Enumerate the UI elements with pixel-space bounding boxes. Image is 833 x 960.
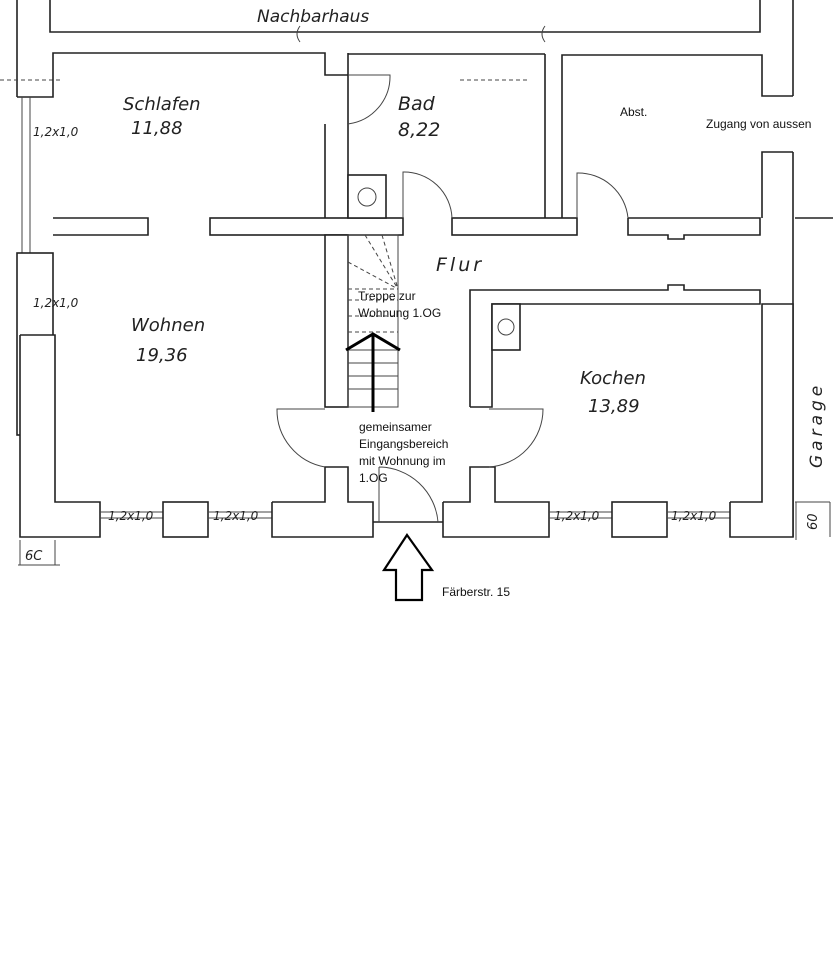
room-bad-area: 8,22 xyxy=(398,119,440,141)
window-label: 1,2x1,0 xyxy=(213,509,259,523)
eingang-label-line: 1.OG xyxy=(359,471,388,485)
room-wohnen-area: 19,36 xyxy=(136,345,188,366)
room-flur-name: Flur xyxy=(436,254,484,276)
room-bad-name: Bad xyxy=(398,93,436,115)
room-kochen-name: Kochen xyxy=(580,368,646,389)
room-schlafen-area: 11,88 xyxy=(131,118,183,139)
address-label: Färberstr. 15 xyxy=(442,585,510,599)
stair-arrow-icon xyxy=(345,332,401,412)
washer-box xyxy=(347,174,387,219)
staircase[interactable] xyxy=(345,234,401,412)
eingang-label-line: Eingangsbereich xyxy=(359,437,448,451)
eingang-label-line: gemeinsamer xyxy=(359,420,432,434)
dimension-left: 6C xyxy=(25,549,43,564)
window-label: 1,2x1,0 xyxy=(671,509,717,523)
window-label: 1,2x1,0 xyxy=(33,125,79,139)
doors xyxy=(276,74,629,523)
entrance-arrow-icon xyxy=(381,533,435,602)
zugang-label: Zugang von aussen xyxy=(706,117,811,131)
dimension-markers xyxy=(18,501,831,566)
room-wohnen-name: Wohnen xyxy=(131,315,205,336)
window-label: 1,2x1,0 xyxy=(108,509,154,523)
window-label: 1,2x1,0 xyxy=(33,296,79,310)
treppe-label-line: Wohnung 1.OG xyxy=(358,306,441,320)
garage-label: Garage xyxy=(807,382,827,468)
neighbor-boundary xyxy=(0,0,794,97)
window-label: 1,2x1,0 xyxy=(554,509,600,523)
treppe-label-line: Treppe zur xyxy=(358,289,416,303)
eingang-label-line: mit Wohnung im xyxy=(359,454,445,468)
room-abst-name: Abst. xyxy=(620,105,647,119)
kitchen-stove xyxy=(491,303,521,351)
room-schlafen-name: Schlafen xyxy=(123,94,201,115)
neighbor-label: Nachbarhaus xyxy=(257,7,369,27)
dimension-right: 60 xyxy=(806,513,821,530)
walls xyxy=(16,52,833,538)
room-kochen-area: 13,89 xyxy=(588,396,640,417)
